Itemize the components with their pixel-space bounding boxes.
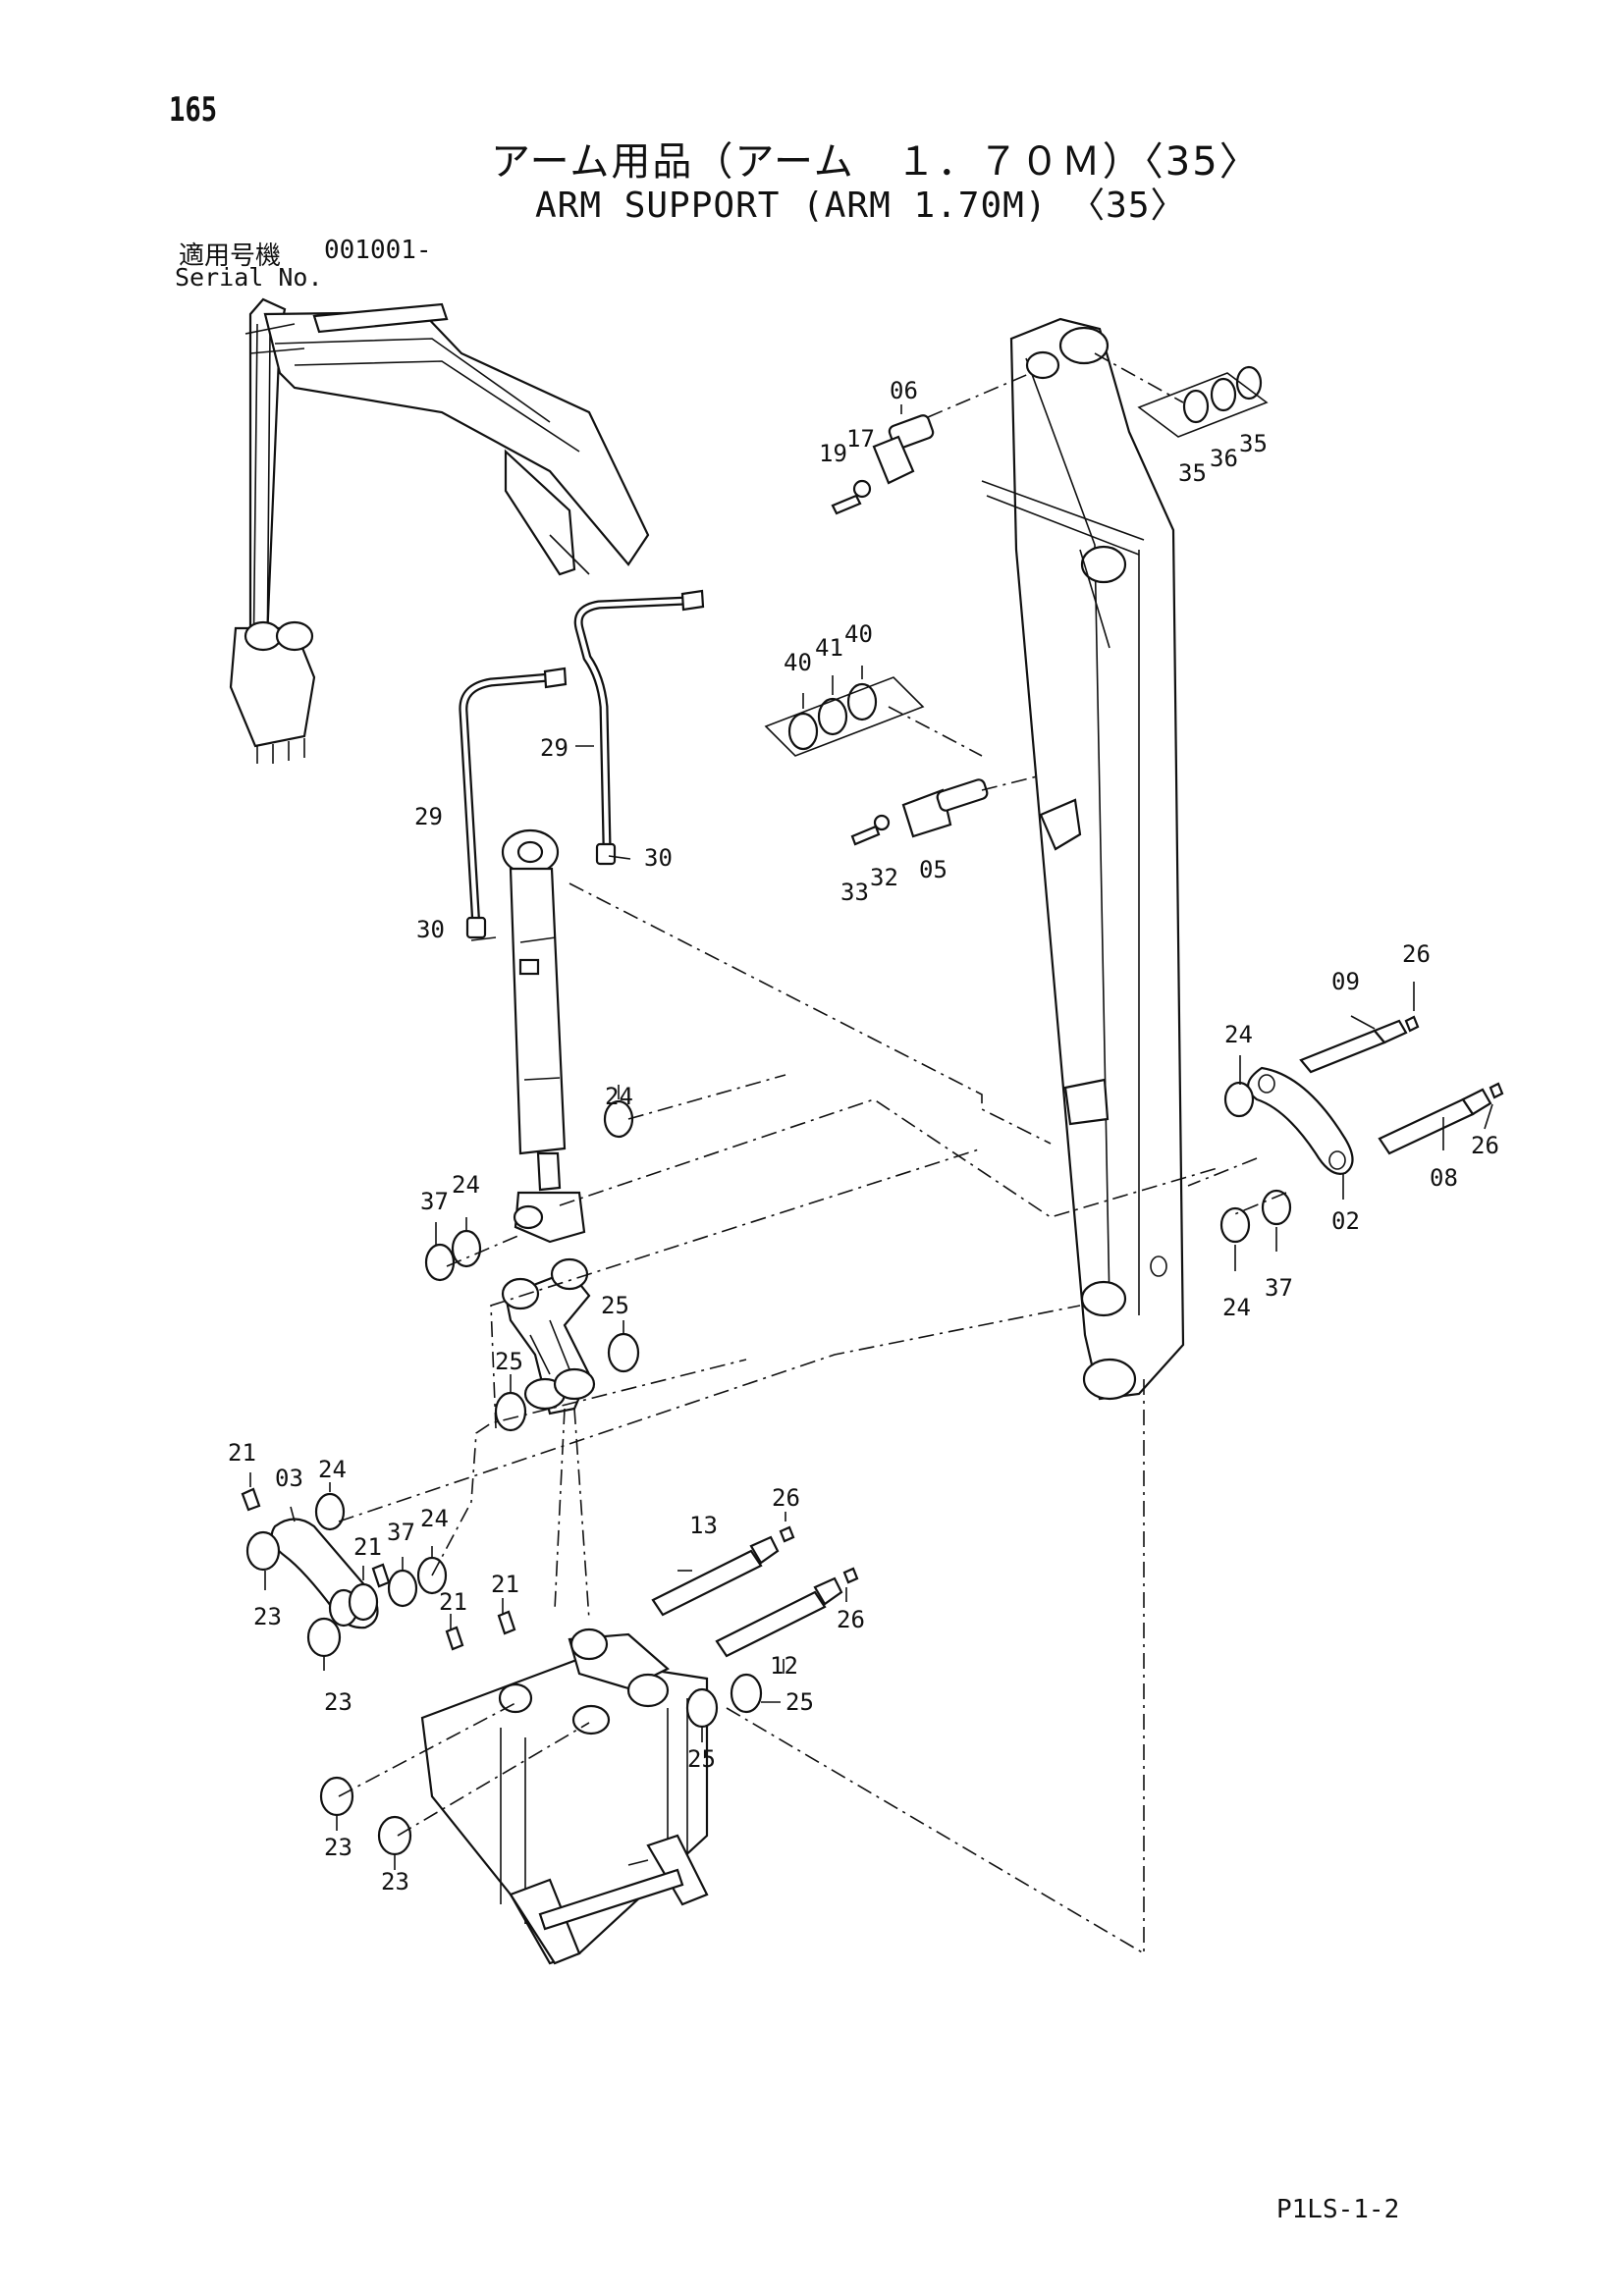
callout-02: 02 <box>1331 1207 1360 1235</box>
pin-21-a <box>241 1487 261 1512</box>
callout-24-cylinder-left: 24 <box>452 1171 480 1199</box>
callout-12: 12 <box>770 1652 798 1680</box>
page-number: 165 <box>169 90 218 130</box>
callout-30-left: 30 <box>416 916 445 943</box>
upper-link <box>501 1257 596 1415</box>
callout-06: 06 <box>890 377 918 404</box>
bucket-cylinder <box>501 828 586 1244</box>
bucket <box>420 1628 709 1965</box>
bushing-23-d <box>377 1815 412 1856</box>
callout-08: 08 <box>1430 1164 1458 1192</box>
bushing-23-c <box>319 1776 354 1817</box>
callout-19: 19 <box>819 440 847 467</box>
callout-23-a: 23 <box>253 1603 282 1630</box>
callout-40-b: 40 <box>844 620 873 648</box>
callout-05: 05 <box>919 856 947 883</box>
callout-25-upper-left: 25 <box>495 1348 523 1375</box>
callout-30-right: 30 <box>644 844 673 872</box>
callout-25-bucket-left: 25 <box>687 1745 716 1773</box>
callout-35-b: 35 <box>1239 430 1268 457</box>
pin-12 <box>715 1567 859 1658</box>
pin-21-d <box>497 1610 516 1635</box>
pin-13 <box>651 1525 795 1617</box>
serial-number-value: 001001- <box>324 236 432 265</box>
callout-13: 13 <box>689 1512 718 1539</box>
callout-25-bucket-right: 25 <box>785 1688 814 1716</box>
callout-26-pin-12: 26 <box>837 1606 865 1633</box>
pin-09 <box>1299 1015 1420 1074</box>
callout-25-upper-right: 25 <box>601 1292 629 1319</box>
callout-23-d: 23 <box>381 1868 409 1896</box>
callout-26-top-right: 26 <box>1402 940 1431 968</box>
callout-21-b: 21 <box>353 1533 382 1561</box>
callout-24-cylinder: 24 <box>605 1083 633 1110</box>
excavator-thumbnail <box>229 297 650 764</box>
hose-29-left <box>459 667 568 933</box>
callout-41: 41 <box>815 634 843 662</box>
pin-05-assembly <box>850 774 1042 846</box>
callout-21-a: 21 <box>228 1439 256 1467</box>
serial-label-japanese: 適用号機 <box>179 241 282 271</box>
callout-03: 03 <box>275 1465 303 1492</box>
callout-29-right: 29 <box>540 734 568 762</box>
washers-35-36 <box>1094 352 1269 438</box>
callout-24-right-lower: 24 <box>1222 1294 1251 1321</box>
o-ring-25-left <box>494 1391 527 1432</box>
leader-lines <box>249 404 1493 1870</box>
callout-35-a: 35 <box>1178 459 1207 487</box>
callout-09: 09 <box>1331 968 1360 995</box>
o-ring-25-right <box>607 1332 640 1373</box>
page-title-english: ARM SUPPORT (ARM 1.70M) 〈35〉 <box>535 186 1187 226</box>
callout-33: 33 <box>840 879 869 906</box>
callout-37-right: 37 <box>1265 1274 1293 1302</box>
callout-23-c: 23 <box>324 1834 352 1861</box>
callout-24-link-right: 24 <box>420 1505 449 1532</box>
callouts: 06 19 17 35 36 35 40 41 40 29 29 30 30 3… <box>228 377 1499 1896</box>
pin-21-c <box>445 1626 464 1651</box>
washers-40-41 <box>764 676 983 757</box>
callout-37-cylinder: 37 <box>420 1188 449 1215</box>
o-ring-25-bucket-left <box>685 1687 719 1729</box>
callout-23-b: 23 <box>324 1688 352 1716</box>
callout-26-right: 26 <box>1471 1132 1499 1159</box>
pin-21-b <box>371 1563 391 1588</box>
callout-29-left: 29 <box>414 803 443 830</box>
fitting-30-left <box>465 916 487 939</box>
o-ring-25-bucket-right <box>730 1673 763 1714</box>
callout-40-a: 40 <box>784 649 812 676</box>
callout-24-right-upper: 24 <box>1224 1021 1253 1048</box>
callout-24-link-left: 24 <box>318 1456 347 1483</box>
callout-37-link: 37 <box>387 1519 415 1546</box>
callout-21-c: 21 <box>439 1588 467 1616</box>
washer-24-upper <box>603 1099 634 1139</box>
drawing-code: P1LS-1-2 <box>1276 2195 1400 2224</box>
pin-08 <box>1378 1082 1504 1155</box>
callout-26-pin-13: 26 <box>772 1484 800 1512</box>
link-02 <box>1219 1066 1354 1244</box>
fitting-30-right <box>595 842 617 866</box>
alignment-lines <box>338 882 1287 1954</box>
page-title-japanese: アーム用品（アーム １．７０Ｍ）〈35〉 <box>491 139 1261 185</box>
arm-body <box>981 317 1185 1401</box>
callout-36: 36 <box>1210 445 1238 472</box>
serial-label-english: Serial No. <box>175 263 323 292</box>
hose-29-right <box>573 589 705 849</box>
callout-17: 17 <box>846 425 875 453</box>
callout-21-d: 21 <box>491 1571 519 1598</box>
washer-24-left <box>451 1229 482 1268</box>
pin-06-assembly <box>831 372 1032 515</box>
washer-37-left <box>424 1243 456 1282</box>
callout-32: 32 <box>870 864 898 891</box>
